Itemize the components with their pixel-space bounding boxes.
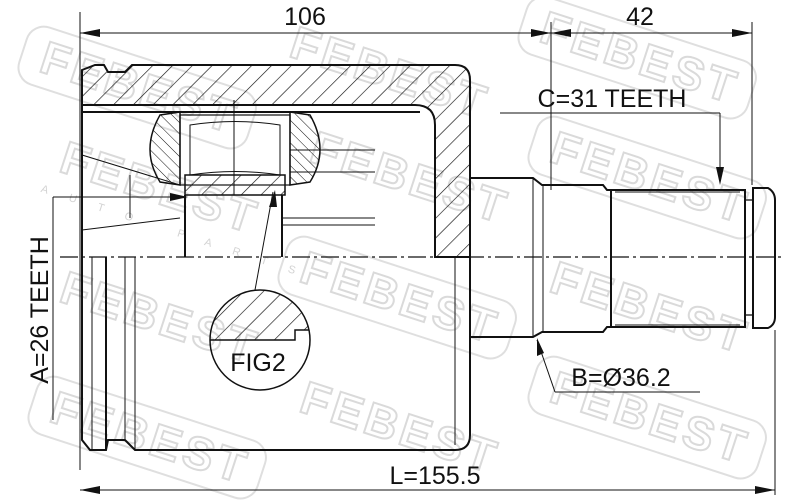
seal-diameter-label: B=Ø36.2 xyxy=(571,364,670,392)
dimension-lines xyxy=(52,12,776,495)
overall-length-label: L=155.5 xyxy=(389,462,480,490)
inner-teeth-label: A=26 TEETH xyxy=(26,236,54,384)
outer-teeth-label: C=31 TEETH xyxy=(538,85,687,113)
watermark-logo: FEBEST xyxy=(544,121,755,234)
watermark-logo: FEBEST xyxy=(544,251,755,364)
housing-length-label: 106 xyxy=(284,3,326,31)
spline-length-label: 42 xyxy=(626,3,654,31)
watermark-logo: FEBEST xyxy=(44,381,255,494)
fig2-detail: FIG2 xyxy=(209,289,311,391)
fig2-label: FIG2 xyxy=(230,349,286,377)
outer-housing xyxy=(81,64,471,451)
